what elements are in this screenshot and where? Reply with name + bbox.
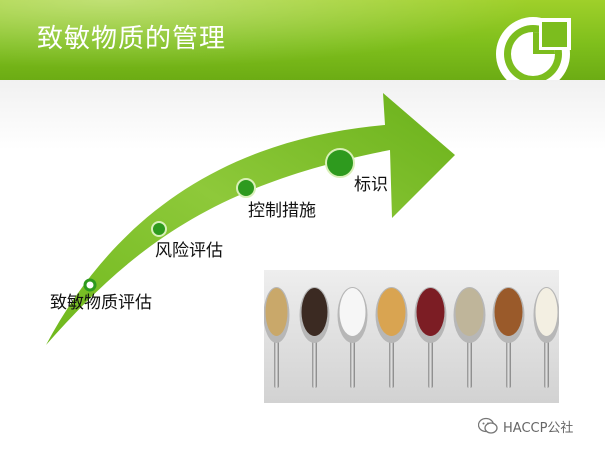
spoon-8 [533,287,559,388]
spoon-1 [264,287,290,388]
slide-title: 致敏物质的管理 [37,24,227,54]
header-shadow-fade [0,80,605,150]
food-spoons-photo [264,270,559,403]
step-label-allergen-assessment: 致敏物质评估 [50,293,152,313]
wechat-icon [478,417,498,434]
step-label-risk-assessment: 风险评估 [155,241,223,261]
spoon-7 [492,287,525,388]
pie-logo-icon [496,17,571,91]
spoon-3 [337,287,368,388]
step-dot-1 [83,278,97,292]
watermark-text: HACCP公社 [503,420,574,436]
step-dot-4 [325,148,355,178]
step-dot-3 [236,178,256,198]
step-label-labeling: 标识 [354,175,388,195]
spoon-6 [453,287,486,388]
step-dot-2 [151,221,167,237]
step-label-control-measures: 控制措施 [248,201,316,221]
watermark: HACCP公社 [478,416,573,436]
spoon-5 [414,287,447,388]
spoon-2 [299,287,330,388]
spoon-4 [375,287,408,388]
